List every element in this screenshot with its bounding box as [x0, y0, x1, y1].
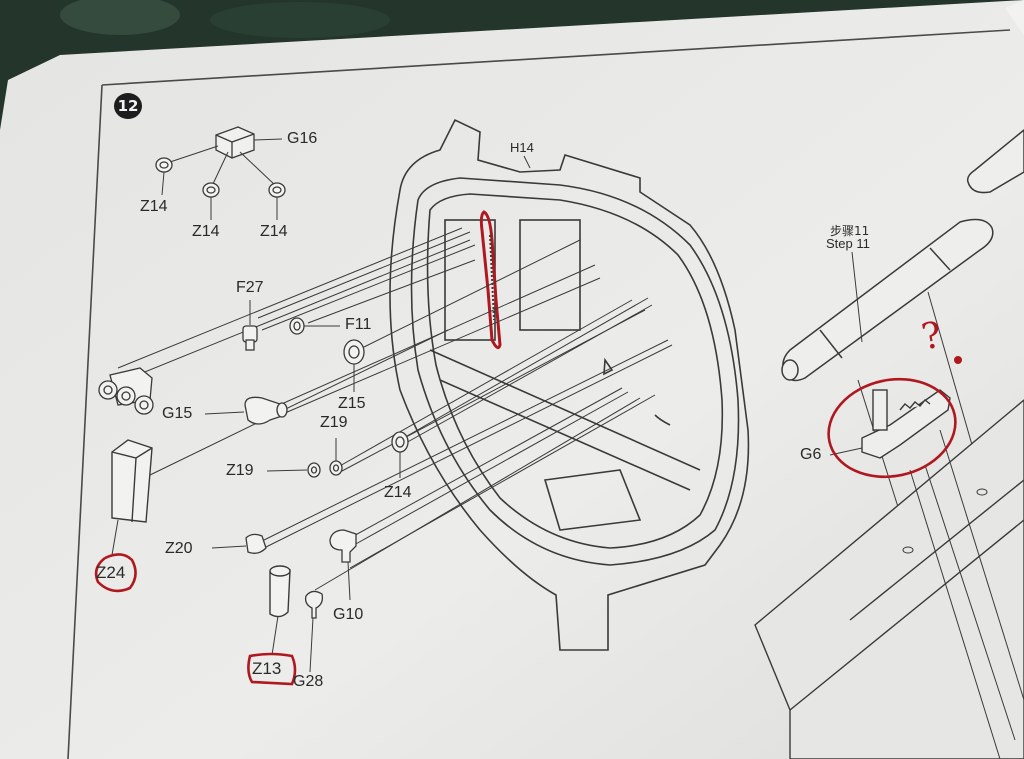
part-g28: [304, 590, 324, 619]
part-g6: [861, 389, 951, 459]
label-f11: F11: [345, 316, 372, 333]
label-z20: Z20: [165, 540, 193, 557]
part-g16: [215, 126, 255, 159]
label-step-ref-en: Step 11: [826, 236, 870, 251]
label-g28: G28: [293, 673, 324, 690]
part-z20: [245, 533, 267, 554]
part-tube-top: [966, 129, 1024, 194]
red-marker-annotations: [94, 377, 957, 686]
label-g10: G10: [333, 606, 364, 623]
part-base-plate: [754, 399, 1024, 759]
label-z14-d: Z14: [384, 484, 412, 501]
label-z13: Z13: [252, 659, 282, 678]
red-mark-hull-detail: [479, 210, 502, 350]
label-z19-a: Z19: [320, 414, 348, 431]
label-g6: G6: [800, 446, 822, 463]
label-step-ref-cn: 步骤11: [830, 224, 870, 238]
label-z14-b: Z14: [192, 223, 220, 240]
part-z14-mid: [391, 431, 409, 453]
assembly-guide-lines: [117, 227, 673, 591]
red-box-z13: [247, 652, 297, 686]
part-z19: [307, 460, 343, 478]
part-z24: [111, 439, 153, 523]
part-f27: [242, 325, 258, 351]
step-number-badge: 12: [114, 93, 142, 119]
label-g15: G15: [162, 405, 193, 422]
label-z14-c: Z14: [260, 223, 288, 240]
label-z14-a: Z14: [140, 198, 168, 215]
label-g16: G16: [287, 130, 318, 147]
red-circle-g6: [827, 377, 957, 479]
label-h14: H14: [510, 140, 534, 155]
red-circle-z24: [94, 553, 137, 593]
part-tube-large: [781, 218, 994, 382]
label-z15: Z15: [338, 395, 366, 412]
label-z24: Z24: [96, 563, 126, 582]
part-g15-pipe: [244, 396, 288, 425]
part-g15-wheels: [98, 367, 154, 415]
part-g10: [329, 529, 357, 563]
label-z19-b: Z19: [226, 462, 254, 479]
part-f11: [289, 317, 305, 335]
part-z13: [269, 565, 291, 618]
part-z15: [343, 339, 365, 365]
label-f27: F27: [236, 279, 264, 296]
part-h14-hull: [389, 118, 750, 651]
